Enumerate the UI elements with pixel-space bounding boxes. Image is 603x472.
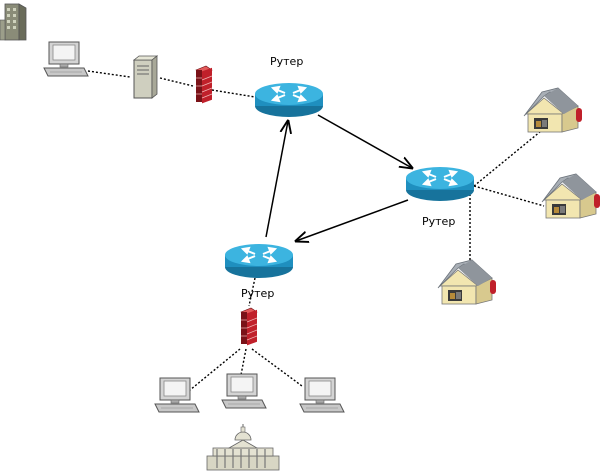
house-icon bbox=[523, 87, 583, 133]
link-firewall-computer-1 bbox=[189, 348, 241, 391]
router-top: Рутер bbox=[254, 55, 324, 118]
house-icon bbox=[437, 259, 497, 305]
firewall-icon bbox=[195, 65, 213, 104]
router-icon bbox=[405, 166, 475, 202]
computer-icon bbox=[221, 373, 267, 409]
router-icon bbox=[254, 82, 324, 118]
firewall-icon bbox=[240, 307, 258, 346]
router-label: Рутер bbox=[241, 287, 274, 300]
router-label: Рутер bbox=[422, 215, 455, 228]
link-router-bottom-router-top bbox=[265, 121, 288, 238]
router-icon bbox=[224, 243, 294, 279]
link-workstation-server bbox=[87, 70, 131, 78]
computer-icon bbox=[154, 377, 200, 413]
house-icon bbox=[541, 173, 601, 219]
link-server-firewall bbox=[159, 77, 194, 87]
link-router-bottom-firewall bbox=[248, 277, 256, 307]
link-router-right-router-bottom bbox=[296, 199, 409, 241]
computer-icon bbox=[299, 377, 345, 413]
server-icon bbox=[133, 55, 158, 99]
link-router-right-house-2 bbox=[473, 185, 545, 207]
router-bottom: Рутер bbox=[224, 243, 294, 300]
link-router-top-router-right bbox=[317, 114, 412, 168]
link-router-right-house-1 bbox=[473, 121, 553, 187]
links bbox=[87, 70, 553, 391]
router-label: Рутер bbox=[270, 55, 303, 68]
link-firewall-computer-3 bbox=[251, 348, 303, 387]
link-firewall-router-top bbox=[211, 89, 256, 98]
government-building-icon bbox=[206, 424, 280, 471]
link-firewall-computer-2 bbox=[239, 348, 247, 381]
router-right: Рутер bbox=[405, 166, 475, 228]
office-building-icon bbox=[0, 3, 27, 41]
computer-icon bbox=[43, 41, 89, 77]
